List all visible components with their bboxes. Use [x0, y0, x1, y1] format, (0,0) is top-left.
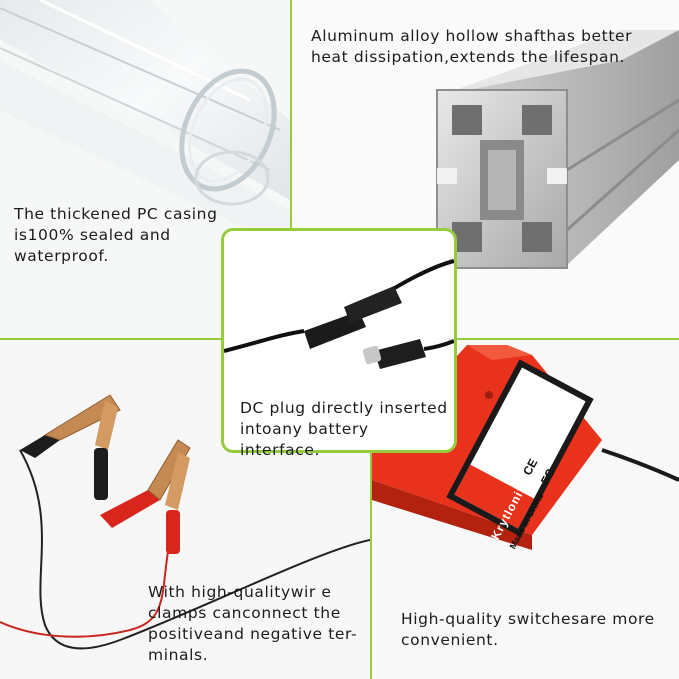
aluminum-extrusion-image — [436, 30, 679, 269]
fc-mark: FC — [537, 466, 558, 488]
aluminum-shaft-photo: Aluminum alloy hollow shafthas better he… — [292, 0, 679, 338]
dc-plug-inset — [221, 228, 457, 453]
divider-horizontal-left — [0, 338, 221, 340]
divider-vertical-bottom — [370, 453, 372, 679]
aluminum-caption: Aluminum alloy hollow shafthas better he… — [311, 27, 633, 66]
divider-horizontal-right — [457, 338, 679, 340]
alligator-clamps-image — [0, 394, 370, 650]
pc-casing-photo: The thickened PC casing is100% sealed an… — [0, 0, 290, 338]
clamps-photo: With high-qualitywir e clamps canconnect… — [0, 340, 370, 679]
clear-tube-image — [0, 0, 290, 250]
clamps-caption: With high-qualitywir e clamps canconnect… — [148, 583, 358, 664]
ce-mark: CE — [520, 456, 541, 478]
pc-casing-caption: The thickened PC casing is100% sealed an… — [14, 205, 218, 265]
switches-caption: High-quality switchesare more convenient… — [401, 610, 655, 649]
divider-vertical-top — [290, 0, 292, 228]
dc-plug-caption: DC plug directly inserted intoany batter… — [240, 399, 448, 459]
dc-plug-image — [224, 259, 454, 369]
